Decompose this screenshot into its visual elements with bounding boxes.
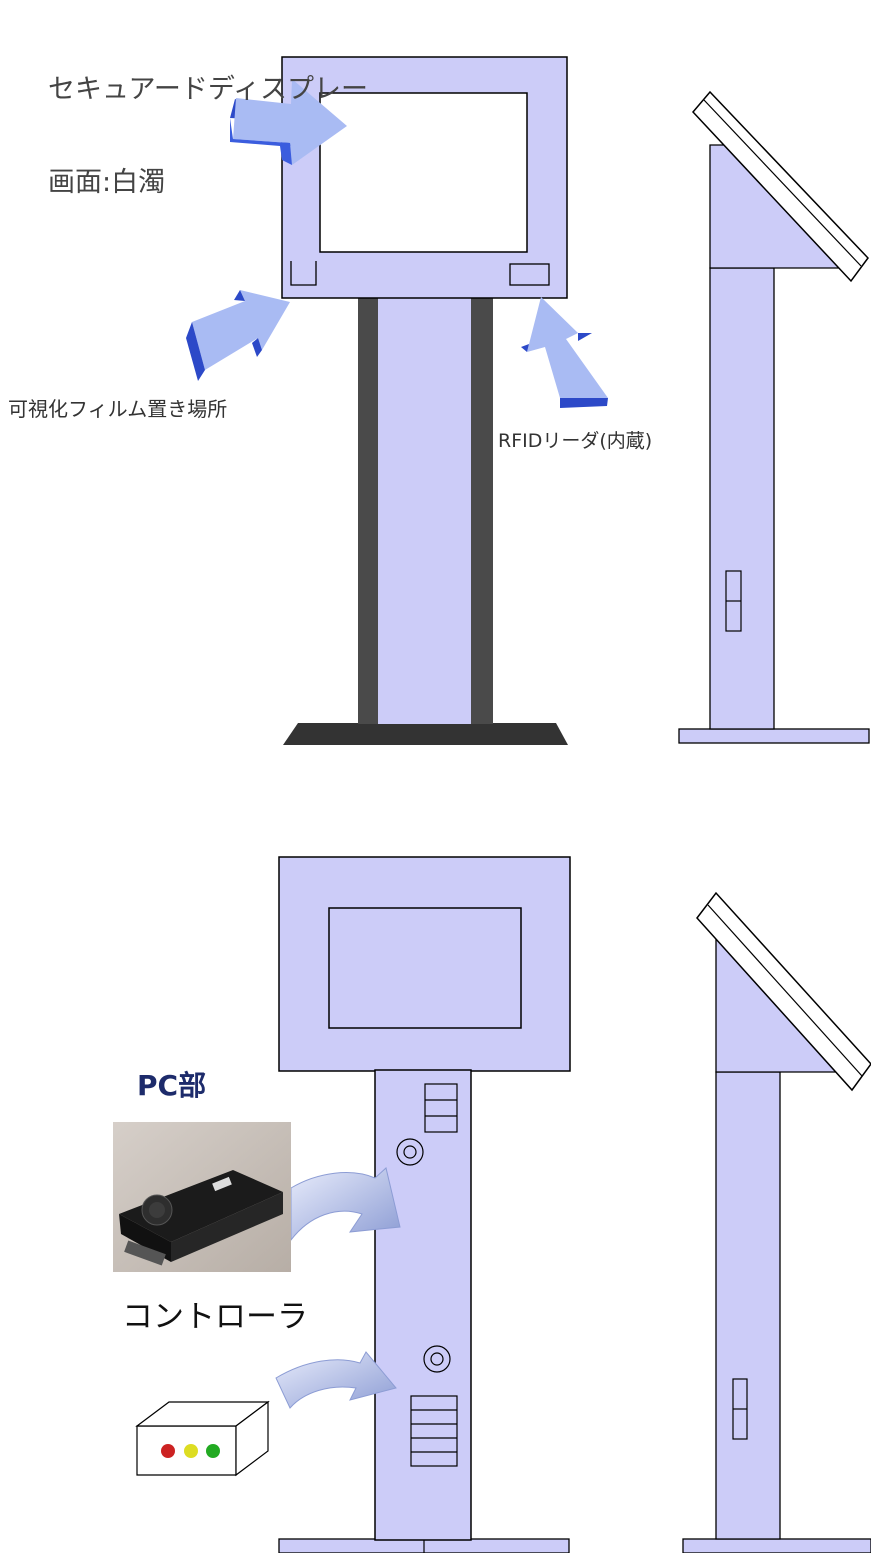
curved-arrow-controller-icon — [275, 1351, 397, 1409]
controller-box-icon — [135, 1400, 270, 1477]
front-view-bottom — [278, 856, 571, 1553]
controller-label: コントローラ — [122, 1299, 308, 1335]
arrow-rfid-icon — [521, 297, 608, 408]
front-display-screen — [319, 92, 528, 253]
front-base — [283, 723, 568, 745]
film-place-label: 可視化フィルム置き場所 — [8, 397, 228, 421]
side-bottom-display — [696, 891, 871, 1092]
front-pillar-light — [378, 298, 471, 724]
vent-grill-bottom — [410, 1395, 458, 1467]
pc-unit-label: PC部 — [137, 1069, 207, 1102]
led-red-icon — [161, 1444, 175, 1458]
vent-grill-top — [424, 1083, 458, 1133]
side-view-top — [678, 90, 870, 744]
side-bottom-pillar — [715, 1071, 781, 1540]
rfid-window — [509, 263, 550, 286]
arrow-display-icon — [230, 79, 347, 165]
side-view-bottom — [682, 891, 871, 1553]
led-green-icon — [206, 1444, 220, 1458]
side-bottom-base — [682, 1538, 871, 1553]
display-title-line2: 画面:白濁 — [48, 167, 166, 199]
front-bottom-screen — [328, 907, 522, 1029]
front-view-top — [281, 56, 568, 745]
side-base — [678, 728, 870, 744]
front-bottom-pillar — [374, 1069, 472, 1541]
curved-arrow-pc-icon — [290, 1167, 401, 1242]
display-title: セキュアードディスプレー 画面:白濁 — [48, 12, 368, 229]
pc-unit-photo — [113, 1122, 291, 1272]
film-slot — [290, 261, 317, 286]
side-pillar — [709, 267, 775, 730]
connector-icon — [396, 1138, 451, 1373]
display-title-line1: セキュアードディスプレー — [48, 74, 368, 106]
side-display — [691, 90, 869, 283]
arrow-film-icon — [186, 290, 290, 381]
rfid-reader-label: RFIDリーダ(内蔵) — [498, 430, 653, 452]
led-yellow-icon — [184, 1444, 198, 1458]
